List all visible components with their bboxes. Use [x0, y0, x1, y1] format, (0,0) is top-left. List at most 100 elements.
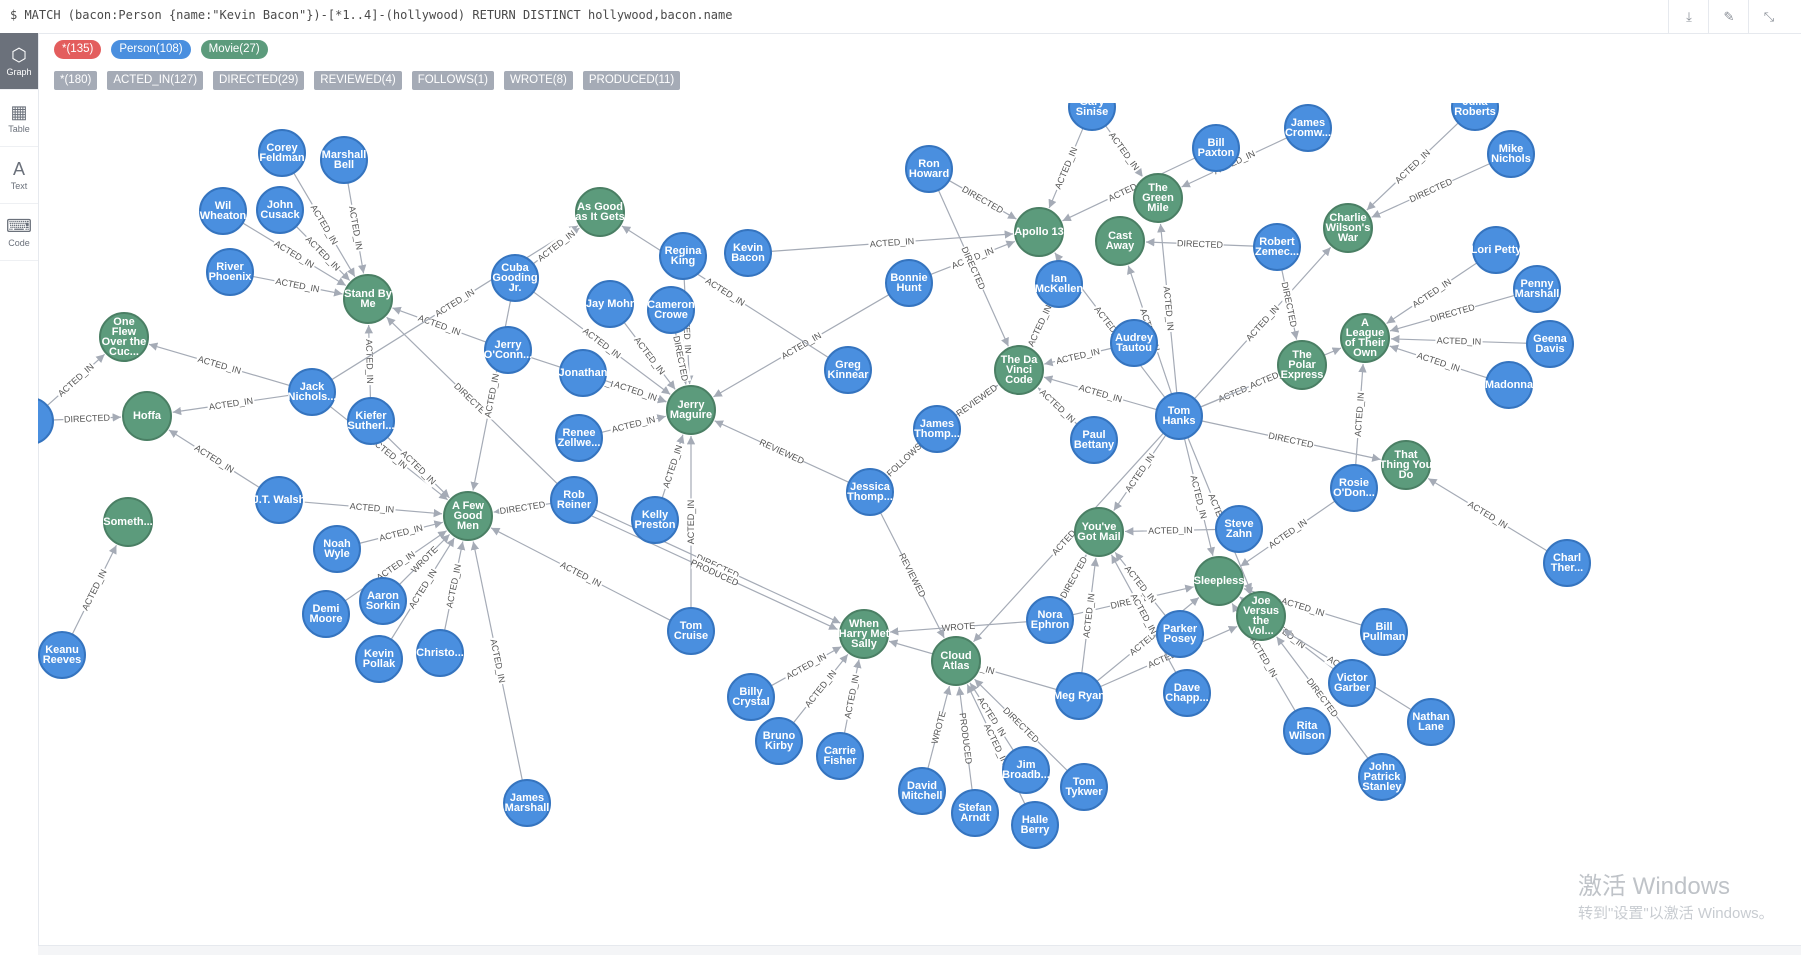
relationship-acted-in[interactable]: ACTED_IN	[1390, 334, 1528, 348]
relationship-acted-in[interactable]: ACTED_IN	[1351, 363, 1368, 466]
node-circle[interactable]	[631, 496, 679, 544]
node-circle[interactable]	[1068, 103, 1116, 131]
relationship-acted-in[interactable]: ACTED_IN	[301, 499, 443, 518]
person-node-megr[interactable]: Meg Ryan	[1053, 672, 1105, 720]
person-node-robertz[interactable]: RobertZemec...	[1253, 223, 1301, 271]
node-circle[interactable]	[416, 629, 464, 677]
node-circle[interactable]	[1110, 319, 1158, 367]
node-circle[interactable]	[288, 368, 336, 416]
node-circle[interactable]	[1055, 672, 1103, 720]
relationship-produced[interactable]: PRODUCED	[591, 515, 838, 630]
pin-icon[interactable]: ✎	[1708, 0, 1749, 33]
node-circle[interactable]	[667, 607, 715, 655]
label-chip-movie[interactable]: Movie(27)	[200, 40, 268, 59]
node-circle[interactable]	[727, 673, 775, 721]
node-circle[interactable]	[347, 397, 395, 445]
relationship-acted-in[interactable]: ACTED_IN	[1110, 554, 1177, 674]
person-node-julia[interactable]: JuliaRoberts	[1451, 103, 1499, 131]
tab-code[interactable]: ⌨ Code	[0, 204, 38, 261]
node-circle[interactable]	[898, 767, 946, 815]
node-circle[interactable]	[724, 229, 772, 277]
node-circle[interactable]	[905, 145, 953, 193]
node-circle[interactable]	[1236, 591, 1286, 641]
node-circle[interactable]	[1472, 226, 1520, 274]
person-node-lori[interactable]: Lori Petty	[1471, 226, 1523, 274]
relationship-acted-in[interactable]: ACTED_IN	[1427, 478, 1548, 552]
relationship-acted-in[interactable]: ACTED_IN	[770, 230, 1014, 252]
person-node-kiefer[interactable]: KieferSutherl...	[347, 397, 395, 445]
relationship-acted-in[interactable]: ACTED_IN	[252, 274, 343, 297]
node-circle[interactable]	[575, 187, 625, 237]
relationship-acted-in[interactable]: ACTED_IN	[470, 541, 523, 781]
node-circle[interactable]	[355, 635, 403, 683]
node-circle[interactable]	[1323, 203, 1373, 253]
node-circle[interactable]	[1014, 207, 1064, 257]
movie-node-jvv[interactable]: JoeVersustheVol...	[1236, 591, 1286, 641]
node-circle[interactable]	[1526, 320, 1574, 368]
node-circle[interactable]	[913, 405, 961, 453]
node-circle[interactable]	[255, 476, 303, 524]
relationship-directed[interactable]: DIRECTED	[594, 509, 841, 624]
node-circle[interactable]	[1283, 707, 1331, 755]
movie-node-apollo[interactable]: Apollo 13	[1014, 207, 1064, 257]
node-circle[interactable]	[1156, 610, 1204, 658]
node-circle[interactable]	[839, 609, 889, 659]
relationship-acted-in[interactable]: ACTED_IN	[685, 436, 697, 608]
node-circle[interactable]	[199, 187, 247, 235]
tab-text[interactable]: A Text	[0, 147, 38, 204]
person-node-jacknich[interactable]: JackNichols...	[288, 368, 337, 416]
node-circle[interactable]	[1451, 103, 1499, 131]
node-circle[interactable]	[1192, 124, 1240, 172]
node-circle[interactable]	[38, 398, 54, 444]
node-circle[interactable]	[1284, 104, 1332, 152]
movie-node-sleepless[interactable]: Sleepless	[1194, 556, 1245, 606]
node-circle[interactable]	[1026, 596, 1074, 644]
relationship-directed[interactable]: DIRECTED	[1145, 237, 1255, 251]
person-node-renee[interactable]: ReneeZellwe...	[555, 414, 603, 462]
person-node-madonna[interactable]: Madonna	[1485, 361, 1534, 409]
person-node-garys[interactable]: GarySinise	[1068, 103, 1116, 131]
node-circle[interactable]	[99, 312, 149, 362]
relationship-acted-in[interactable]: ACTED_IN	[1024, 301, 1056, 350]
node-circle[interactable]	[1074, 507, 1124, 557]
node-circle[interactable]	[256, 186, 304, 234]
person-node-jamest[interactable]: JamesThomp...	[913, 405, 961, 453]
person-node-jaymohr[interactable]: Jay Mohr	[586, 280, 635, 328]
label-chip-person[interactable]: Person(108)	[111, 40, 191, 59]
node-circle[interactable]	[816, 732, 864, 780]
node-circle[interactable]	[320, 136, 368, 184]
node-circle[interactable]	[1381, 440, 1431, 490]
node-circle[interactable]	[1060, 763, 1108, 811]
node-circle[interactable]	[846, 468, 894, 516]
movie-node-something[interactable]: Someth...	[103, 497, 153, 547]
relationship-acted-in[interactable]: ACTED_IN	[1124, 523, 1217, 537]
relationship-acted-in[interactable]: ACTED_IN	[1048, 127, 1084, 209]
node-circle[interactable]	[1485, 361, 1533, 409]
node-circle[interactable]	[1330, 464, 1378, 512]
node-circle[interactable]	[1133, 173, 1183, 223]
relationship-acted-in[interactable]: ACTED_IN	[362, 324, 377, 399]
person-node-rosie[interactable]: RosieO'Don...	[1330, 464, 1378, 512]
